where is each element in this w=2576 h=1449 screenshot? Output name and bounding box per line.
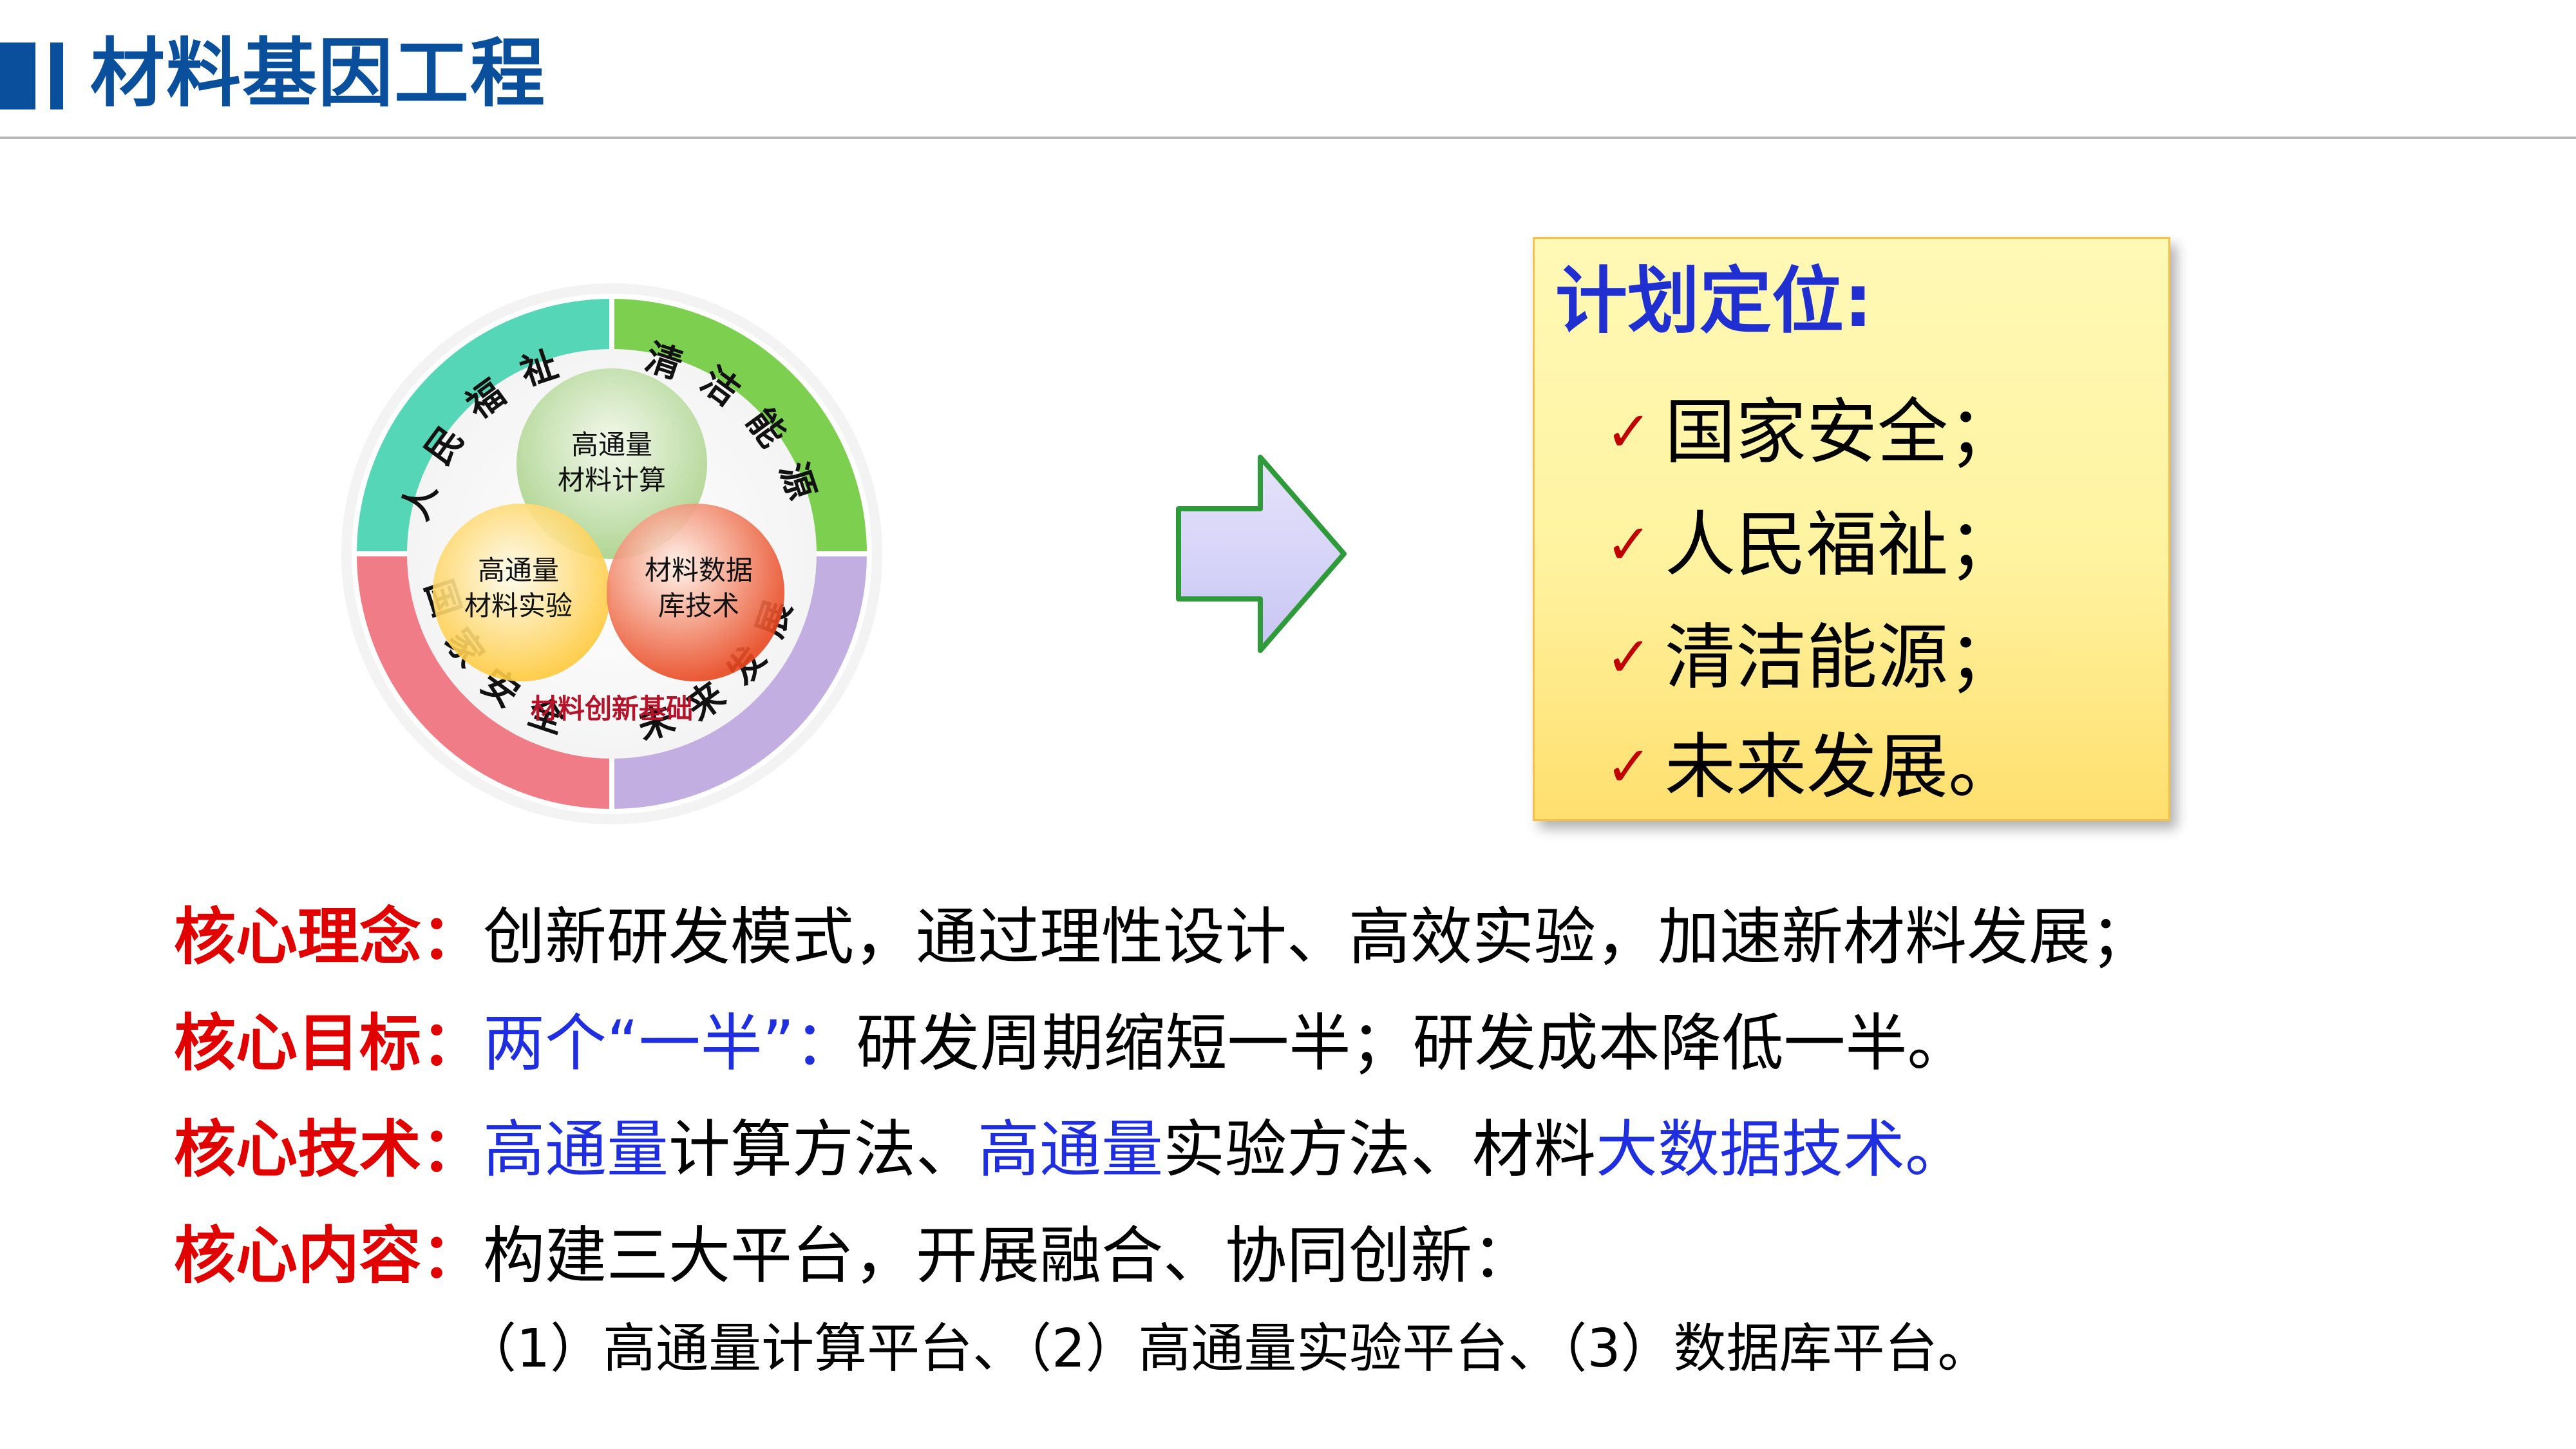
core-goal-label: 核心目标： (174, 1007, 483, 1079)
plan-item-text: 未来发展。 (1665, 726, 2019, 808)
core-tech-part: 高通量 (483, 1113, 668, 1186)
core-concept-label: 核心理念： (174, 901, 483, 973)
title-accent-block (0, 43, 35, 109)
core-tech-part: 大数据技术 (1596, 1113, 1905, 1186)
materials-genome-diagram: 人民福祉 清洁能源 国家安全 未来发展 高通量 材料计算 高通量 材料实验 材料… (341, 283, 882, 824)
core-tech-part: 计算方法、 (668, 1113, 978, 1186)
core-goal-line: 核心目标：两个“一半”：研发周期缩短一半；研发成本降低一半。 (174, 1001, 1969, 1085)
core-goal-text: 研发周期缩短一半；研发成本降低一半。 (856, 1007, 1969, 1079)
core-content-text: 构建三大平台，开展融合、协同创新： (483, 1220, 1534, 1292)
plan-item: ✓ 国家安全； (1605, 384, 2019, 480)
core-tech-part: 高通量 (978, 1113, 1163, 1186)
core-goal-highlight: 两个“一半”： (483, 1007, 857, 1079)
plan-item: ✓ 人民福祉； (1605, 497, 2019, 593)
core-content-line: 核心内容：构建三大平台，开展融合、协同创新： (174, 1214, 1534, 1298)
circle-high-throughput-experiment (433, 504, 611, 681)
checkmark-icon: ✓ (1605, 625, 1653, 690)
checkmark-icon: ✓ (1605, 400, 1653, 464)
circle-materials-database (607, 504, 784, 681)
checkmark-icon: ✓ (1605, 735, 1653, 799)
plan-item-text: 清洁能源； (1665, 616, 2019, 699)
plan-item-text: 国家安全； (1665, 391, 2019, 473)
page-title: 材料基因工程 (90, 30, 546, 117)
plan-positioning-box: 计划定位: ✓ 国家安全； ✓ 人民福祉； ✓ 清洁能源； ✓ 未来发展。 (1533, 237, 2170, 821)
title-accent-bar (50, 43, 63, 109)
core-tech-part: 实验方法、材料 (1163, 1113, 1596, 1186)
core-tech-label: 核心技术： (174, 1113, 483, 1186)
circle-top-line2: 材料计算 (558, 464, 666, 496)
core-concept-text: 创新研发模式，通过理性设计、高效实验，加速新材料发展； (483, 901, 2152, 973)
plan-item: ✓ 清洁能源； (1605, 609, 2019, 706)
circle-right-line1: 材料数据 (645, 554, 753, 586)
checkmark-icon: ✓ (1605, 513, 1653, 577)
plan-item-text: 人民福祉； (1665, 504, 2019, 586)
core-concept-line: 核心理念：创新研发模式，通过理性设计、高效实验，加速新材料发展； (174, 895, 2152, 979)
core-tech-line: 核心技术：高通量计算方法、高通量实验方法、材料大数据技术。 (174, 1108, 1967, 1191)
platforms-line: （1）高通量计算平台、（2）高通量实验平台、（3）数据库平台。 (464, 1318, 1991, 1379)
circle-left-line1: 高通量 (478, 554, 559, 586)
title-divider (0, 137, 2576, 139)
core-content-label: 核心内容： (174, 1220, 483, 1292)
circle-right-line2: 库技术 (658, 590, 739, 621)
right-arrow (1176, 455, 1347, 653)
plan-item: ✓ 未来发展。 (1605, 719, 2019, 815)
plan-title: 计划定位: (1555, 260, 1873, 343)
base-label: 材料创新基础 (531, 693, 693, 724)
circle-top-line1: 高通量 (571, 429, 652, 460)
core-tech-part: 。 (1905, 1113, 1967, 1186)
circle-left-line2: 材料实验 (464, 590, 573, 621)
title-bar: 材料基因工程 (0, 0, 2576, 142)
